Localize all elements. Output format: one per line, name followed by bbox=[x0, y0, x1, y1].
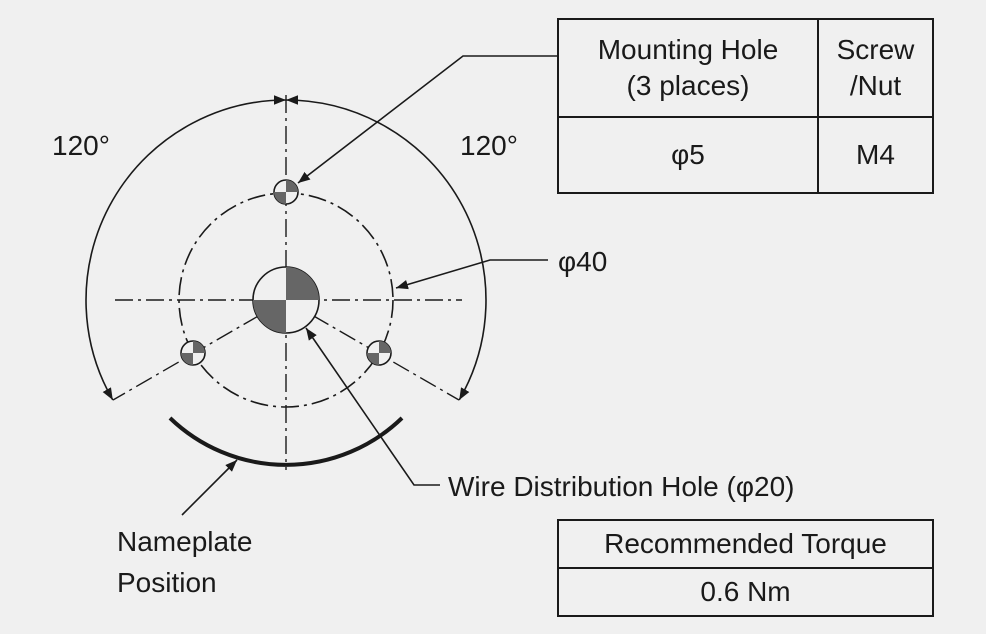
screw-nut-header-line1: Screw bbox=[836, 34, 915, 65]
torque-header: Recommended Torque bbox=[557, 519, 934, 569]
angle-label-left: 120° bbox=[52, 130, 110, 161]
torque-table: Recommended Torque 0.6 Nm bbox=[557, 519, 934, 617]
mounting-hole-header: Mounting Hole (3 places) bbox=[557, 18, 819, 118]
screw-nut-header-line2: /Nut bbox=[849, 70, 902, 101]
pcd-label: φ40 bbox=[558, 246, 607, 277]
mounting-hole-top bbox=[273, 179, 299, 205]
mounting-hole-table-row: φ5 M4 bbox=[557, 116, 934, 194]
leader-wire-hole bbox=[305, 327, 440, 486]
wire-hole-label: Wire Distribution Hole (φ20) bbox=[448, 471, 794, 502]
mounting-hole-header-line1: Mounting Hole bbox=[597, 34, 779, 65]
angle-arc-right bbox=[273, 95, 487, 401]
leader-nameplate bbox=[181, 459, 238, 516]
screw-nut-header: Screw /Nut bbox=[817, 18, 934, 118]
nameplate-label-line2: Position bbox=[117, 567, 217, 598]
angle-arc-left bbox=[85, 95, 299, 401]
mounting-hole-left bbox=[180, 340, 206, 366]
wire-distribution-hole bbox=[252, 266, 320, 334]
leader-pcd bbox=[395, 259, 548, 290]
leader-mounting-hole bbox=[297, 55, 557, 184]
torque-value-cell: 0.6 Nm bbox=[557, 567, 934, 617]
screw-size-cell: M4 bbox=[817, 116, 934, 194]
mounting-hole-table-header: Mounting Hole (3 places) Screw /Nut bbox=[557, 18, 934, 118]
nameplate-arc bbox=[168, 416, 404, 467]
nameplate-label-line1: Nameplate bbox=[117, 526, 252, 557]
hole-diameter-cell: φ5 bbox=[557, 116, 819, 194]
mounting-hole-right bbox=[366, 340, 392, 366]
angle-label-right: 120° bbox=[460, 130, 518, 161]
mounting-hole-header-line2: (3 places) bbox=[626, 70, 750, 101]
mounting-hole-table: Mounting Hole (3 places) Screw /Nut φ5 M… bbox=[557, 18, 934, 194]
